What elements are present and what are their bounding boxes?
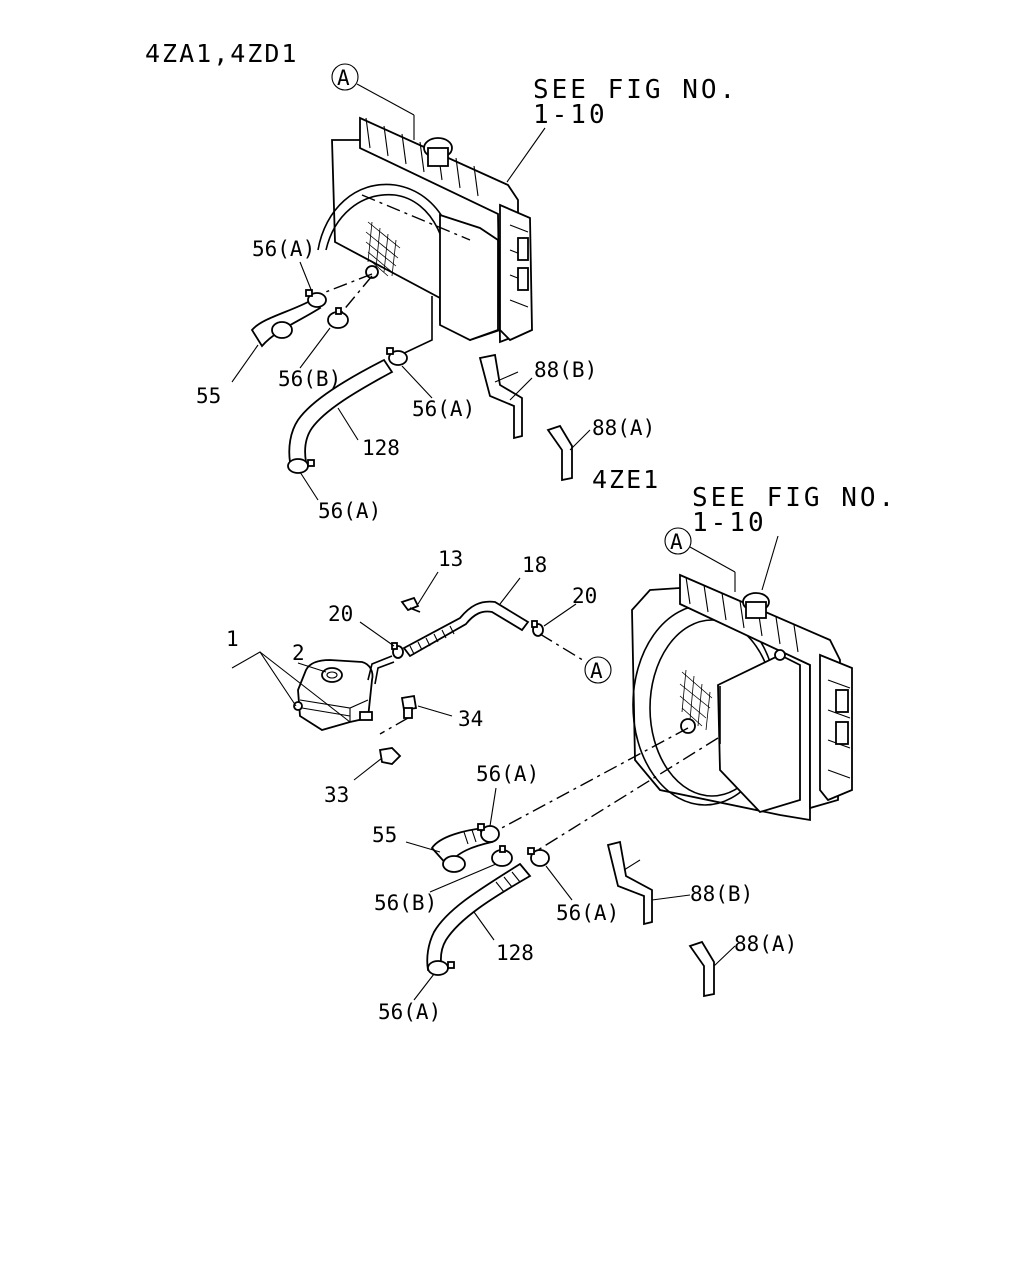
clamp-56a-upper-bottom [287, 458, 315, 474]
marker-a-lower-radiator: A [664, 527, 692, 555]
clamp-56a-lower-top [477, 823, 500, 843]
clamp-56a-upper-top [305, 289, 327, 308]
clamp-56b-upper [327, 307, 349, 329]
callout-56a-lower-bottom: 56(A) [378, 1000, 441, 1024]
engine-group-upper-label: 4ZA1,4ZD1 [145, 39, 298, 68]
engine-group-lower-label: 4ZE1 [592, 465, 660, 494]
callout-33: 33 [324, 783, 349, 807]
callout-13: 13 [438, 547, 463, 571]
callout-56a-upper-top: 56(A) [252, 237, 315, 261]
callout-88b-lower: 88(B) [690, 882, 753, 906]
see-fig-upper-label: SEE FIG NO. [533, 75, 738, 105]
marker-a-lower-radiator-letter: A [670, 530, 683, 554]
bracket-88a-upper [546, 424, 573, 482]
bracket-88b-lower [606, 840, 653, 926]
callout-56b-upper: 56(B) [278, 367, 341, 391]
hose-18 [402, 600, 530, 658]
upper-assembly: SEE FIG NO. 1-10 A [196, 63, 738, 523]
callout-56a-upper-mid: 56(A) [412, 397, 475, 421]
callout-128-upper: 128 [362, 436, 400, 460]
see-fig-lower-label: SEE FIG NO. [692, 483, 897, 513]
callout-56a-upper-bottom: 56(A) [318, 499, 381, 523]
clamp-56a-lower-mid [527, 847, 550, 867]
callout-56a-lower-mid: 56(A) [556, 901, 619, 925]
callout-2: 2 [292, 641, 305, 665]
callout-20-left: 20 [328, 602, 353, 626]
hose-55-upper [250, 298, 322, 348]
bolt-33 [378, 747, 402, 765]
callout-88b-upper: 88(B) [534, 358, 597, 382]
marker-a-lower-hose: A [584, 656, 612, 684]
callout-88a-lower: 88(A) [734, 932, 797, 956]
bolt-34 [400, 694, 418, 719]
clip-13 [400, 596, 421, 613]
callout-55-upper: 55 [196, 384, 221, 408]
callout-128-lower: 128 [496, 941, 534, 965]
marker-a-upper-letter: A [337, 66, 350, 90]
callout-1: 1 [226, 627, 239, 651]
clip-20-left [391, 642, 404, 659]
callout-34: 34 [458, 707, 483, 731]
clamp-56b-lower [491, 845, 513, 867]
fig-no-upper-label: 1-10 [533, 100, 608, 130]
callout-55-lower: 55 [372, 823, 397, 847]
callout-18: 18 [522, 553, 547, 577]
lower-assembly: SEE FIG NO. 1-10 A [226, 483, 897, 1024]
callout-88a-upper: 88(A) [592, 416, 655, 440]
callout-56a-lower-top: 56(A) [476, 762, 539, 786]
clip-20-right [531, 620, 544, 637]
callout-20-right: 20 [572, 584, 597, 608]
reserve-tank-cap [321, 667, 343, 683]
marker-a-upper: A [331, 63, 359, 91]
bracket-88a-lower [688, 940, 715, 998]
reserve-tank [293, 659, 374, 731]
radiator-lower [631, 573, 853, 822]
radiator-upper [317, 116, 533, 344]
marker-a-lower-hose-letter: A [590, 659, 603, 683]
bracket-88b-upper [478, 353, 523, 440]
callout-56b-lower: 56(B) [374, 891, 437, 915]
clamp-56a-upper-mid [386, 347, 408, 366]
fig-no-lower-label: 1-10 [692, 508, 767, 538]
clamp-56a-lower-bottom [427, 960, 455, 976]
